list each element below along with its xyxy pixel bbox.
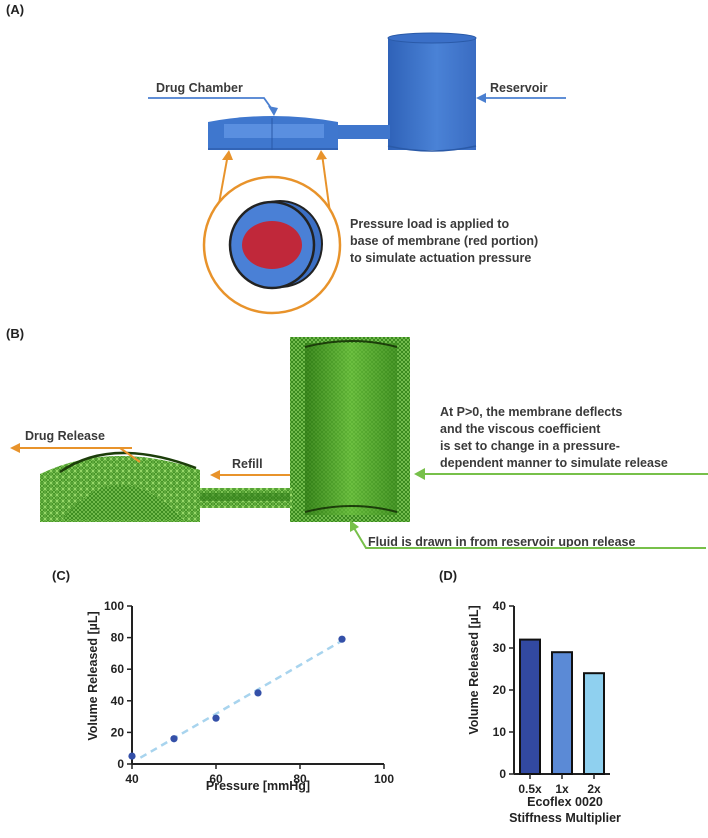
chart-scatter: 0 20 40 60 80 100 40 60 80 100 Pressure [mmHg] Vo… [86,599,394,793]
x-axis-title-line-1: Ecoflex 0020 [527,795,603,809]
reservoir-callout: Reservoir [476,81,566,103]
panel-b-label: (B) [6,326,24,341]
svg-text:is set to change in a pressure: is set to change in a pressure- [440,439,620,453]
drug-chamber-callout: Drug Chamber [148,81,278,116]
membrane-zoom [202,150,342,315]
x-tick-label: 40 [125,772,139,786]
refill-callout: Refill [210,457,290,480]
x-tick-label: 100 [374,772,394,786]
svg-text:At P>0, the membrane deflects: At P>0, the membrane deflects [440,405,622,419]
pressure-note: Pressure load is applied to base of memb… [350,217,538,265]
bar [519,638,541,775]
svg-text:Pressure load is applied to: Pressure load is applied to [350,217,509,231]
y-axis-title: Volume Released [µL] [467,605,481,734]
reservoir-label: Reservoir [490,81,548,95]
y-tick-label: 0 [499,767,506,781]
y-tick-label: 20 [493,683,507,697]
device-model [208,32,477,152]
drug-release-callout: Drug Release [10,429,141,463]
refill-label: Refill [232,457,263,471]
channel [335,125,390,139]
svg-text:Fluid is drawn in from reservo: Fluid is drawn in from reservoir upon re… [368,535,635,549]
membrane-note: At P>0, the membrane deflects and the vi… [414,405,708,480]
mesh-model [40,337,410,522]
y-tick-label: 60 [111,662,125,676]
svg-text:to simulate actuation pressure: to simulate actuation pressure [350,251,531,265]
data-point [170,735,178,743]
fluid-note: Fluid is drawn in from reservoir upon re… [350,520,706,549]
data-point [128,752,136,760]
data-point [212,714,220,722]
reservoir-cylinder [388,38,476,150]
chart-bar: 0 10 20 30 40 0.5x 1x 2x Ecoflex 0020 Stiffness… [467,599,621,825]
x-axis-title: Pressure [mmHg] [206,779,310,793]
data-point [338,635,346,643]
data-point [254,689,262,697]
panel-a-label: (A) [6,2,24,17]
x-tick-label: 80 [293,772,307,786]
x-tick-label: 1x [555,782,569,796]
y-tick-label: 0 [117,757,124,771]
y-tick-label: 20 [111,725,125,739]
svg-text:base of membrane (red portion): base of membrane (red portion) [350,234,538,248]
y-tick-label: 100 [104,599,124,613]
drug-release-label: Drug Release [25,429,105,443]
x-tick-label: 0.5x [518,782,542,796]
membrane-red-portion [242,221,302,269]
y-tick-label: 40 [493,599,507,613]
fit-line [139,639,343,759]
y-tick-label: 30 [493,641,507,655]
drug-chamber-label: Drug Chamber [156,81,243,95]
x-tick-label: 60 [209,772,223,786]
panel-c-label: (C) [52,568,70,583]
svg-text:dependent manner to simulate r: dependent manner to simulate release [440,456,668,470]
y-axis-title: Volume Released [µL] [86,611,100,740]
svg-text:and the viscous coefficient: and the viscous coefficient [440,422,601,436]
panel-d-label: (D) [439,568,457,583]
y-tick-label: 80 [111,631,125,645]
y-tick-label: 40 [111,694,125,708]
bar [583,672,605,776]
bar [551,651,573,776]
x-tick-label: 2x [587,782,601,796]
x-axis-title-line-2: Stiffness Multiplier [509,811,621,825]
y-tick-label: 10 [493,725,507,739]
